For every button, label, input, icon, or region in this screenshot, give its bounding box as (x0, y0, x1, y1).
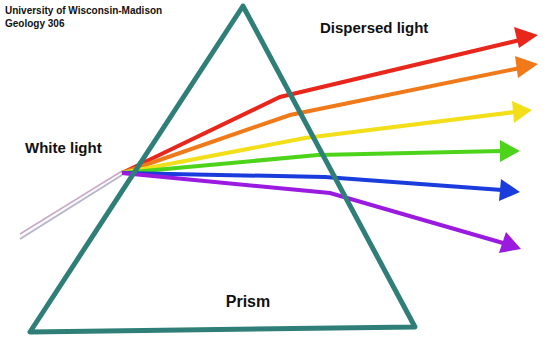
white-light-ray (20, 175, 122, 239)
institution-label: University of Wisconsin-Madison (5, 5, 162, 16)
white-light-ray (20, 171, 122, 234)
arrowhead (499, 232, 521, 253)
prism-triangle: Prism (26, 2, 420, 336)
arrowhead (512, 101, 532, 123)
course-label: Geology 306 (5, 18, 64, 29)
green-ray (122, 151, 502, 173)
violet-ray (122, 173, 503, 243)
blue-ray (122, 173, 502, 190)
orange-ray (122, 68, 520, 173)
dispersed-light-label: Dispersed light (320, 19, 428, 36)
prism-outline (26, 2, 420, 336)
arrowhead (514, 27, 538, 48)
prism-outline-path (30, 6, 415, 332)
arrowhead (515, 56, 538, 78)
arrowhead (499, 179, 520, 201)
white-light-label: White light (25, 139, 102, 156)
prism-label: Prism (226, 293, 270, 311)
arrowhead (500, 140, 520, 162)
